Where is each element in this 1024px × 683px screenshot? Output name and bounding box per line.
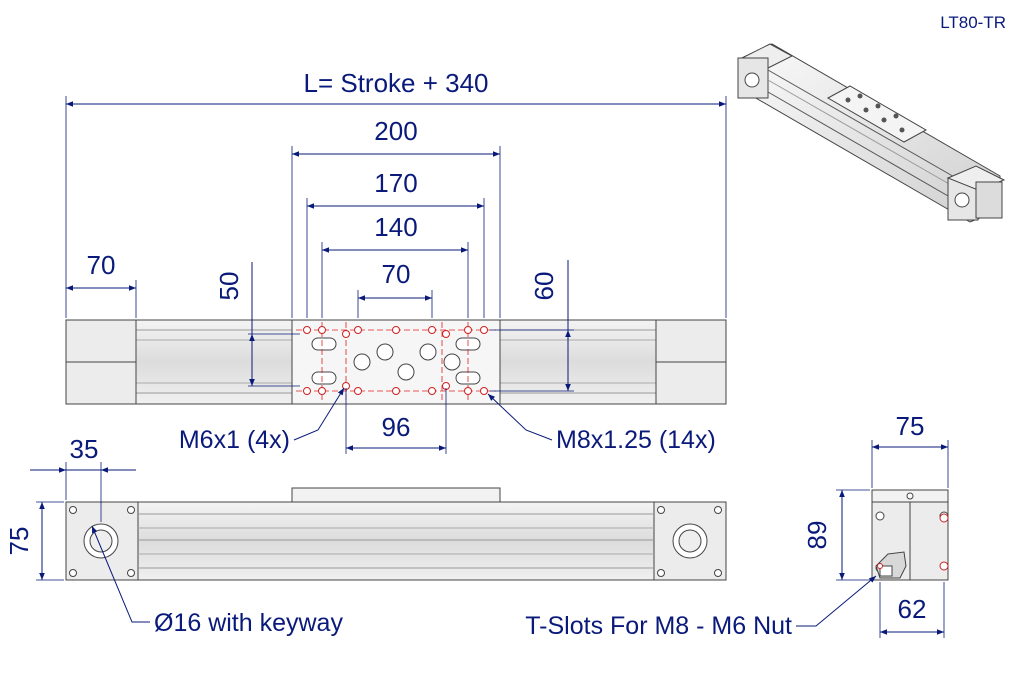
- end-view-dimensions: 75 89 62 T-Slots For M8 - M6 Nut: [525, 411, 949, 640]
- side-view: [65, 487, 727, 581]
- callout-m6: M6x1 (4x): [179, 426, 290, 454]
- dim-overall-length: L= Stroke + 340: [303, 68, 488, 98]
- dim-62: 62: [898, 594, 927, 624]
- dim-200: 200: [374, 116, 417, 146]
- dim-70-center: 70: [382, 259, 411, 289]
- dim-170: 170: [374, 168, 417, 198]
- dim-75-side: 75: [4, 527, 34, 556]
- top-view: [65, 319, 727, 405]
- dim-70-end-block: 70: [87, 250, 116, 280]
- dim-60: 60: [529, 272, 559, 301]
- dim-96: 96: [382, 412, 411, 442]
- dim-89: 89: [802, 521, 832, 550]
- dim-140: 140: [374, 212, 417, 242]
- dim-50: 50: [214, 272, 244, 301]
- end-view: [871, 489, 949, 581]
- callout-shaft: Ø16 with keyway: [154, 609, 343, 637]
- isometric-view: [737, 43, 1006, 223]
- dim-75-end: 75: [896, 411, 925, 441]
- callout-m8: M8x1.25 (14x): [556, 426, 716, 454]
- dim-35: 35: [70, 434, 99, 464]
- callout-tslots: T-Slots For M8 - M6 Nut: [525, 612, 792, 640]
- side-view-dimensions: 35 75 Ø16 with keyway: [4, 434, 343, 637]
- top-view-dimensions: L= Stroke + 340 200 170 140 70 70 50: [65, 68, 727, 454]
- model-label: LT80-TR: [940, 13, 1006, 32]
